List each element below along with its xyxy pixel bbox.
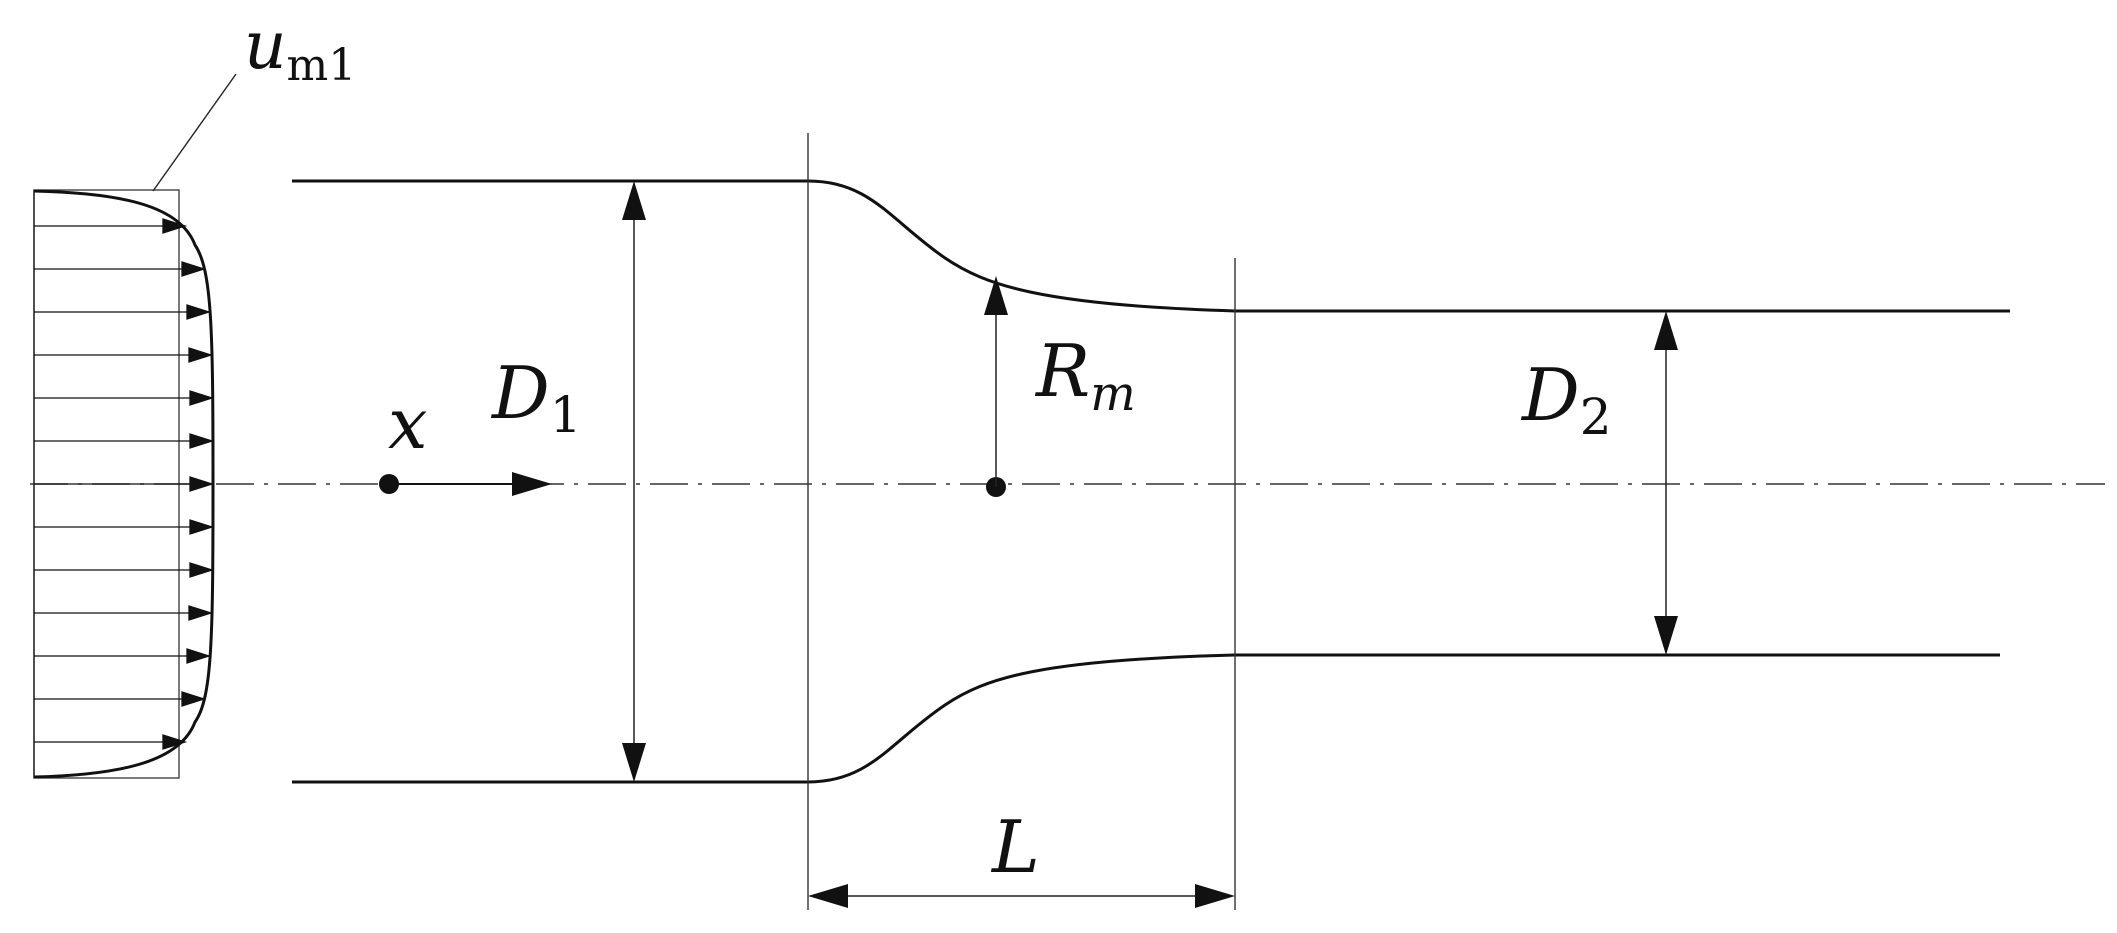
label-contraction-length: L bbox=[990, 805, 1040, 889]
x-axis-marker bbox=[379, 472, 552, 496]
velocity-profile bbox=[33, 73, 237, 779]
label-inlet-velocity: um1 bbox=[244, 7, 356, 91]
dimension-rm bbox=[984, 276, 1008, 497]
velocity-leader-line bbox=[152, 73, 237, 192]
velocity-vectors bbox=[34, 218, 215, 750]
lower-wall bbox=[292, 653, 2000, 784]
upper-wall bbox=[292, 179, 2010, 313]
dimension-d2 bbox=[1654, 311, 1678, 655]
label-outlet-diameter: D2 bbox=[1520, 353, 1612, 446]
label-inlet-diameter: D1 bbox=[490, 351, 582, 444]
dimension-d1 bbox=[622, 181, 646, 782]
dimension-l bbox=[808, 884, 1235, 908]
pipe-walls bbox=[292, 179, 2010, 784]
label-radius: Rm bbox=[1034, 329, 1136, 422]
label-axial-coordinate: x bbox=[388, 383, 427, 465]
